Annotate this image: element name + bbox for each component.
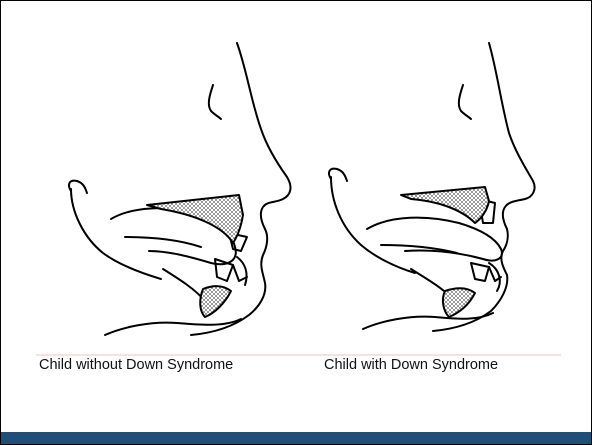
comparison-figure (1, 1, 591, 361)
lower-teeth (471, 263, 489, 281)
caption-without-down-syndrome: Child without Down Syndrome (39, 357, 233, 373)
eye-mark (209, 85, 221, 119)
jaw-line (105, 319, 241, 335)
tongue-base-line (125, 237, 201, 247)
eye-mark (459, 85, 471, 119)
profile-with-down-syndrome (329, 43, 535, 331)
palate-shape (147, 195, 243, 243)
skull-base-line (71, 189, 161, 279)
chin-line (489, 263, 500, 291)
mandible-shape (200, 286, 231, 317)
tongue-outline (367, 218, 502, 261)
throat-line (163, 269, 205, 301)
caption-with-down-syndrome: Child with Down Syndrome (324, 357, 498, 373)
profile-without-down-syndrome (69, 43, 290, 335)
mandible-shape (443, 288, 475, 317)
footer-bar (1, 432, 591, 444)
